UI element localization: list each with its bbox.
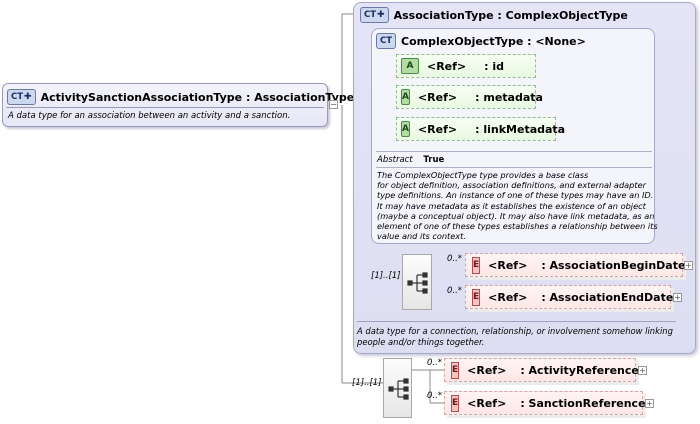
attribute-ref: <Ref> <box>427 59 467 73</box>
main-type-description: A data type for an association between a… <box>8 111 291 121</box>
element-association-end-date[interactable]: E <Ref> : AssociationEndDate <box>465 285 674 309</box>
element-cardinality: 0..* <box>427 391 443 401</box>
expand-plus-icon[interactable]: + <box>673 293 682 302</box>
divider <box>6 107 324 108</box>
collapse-minus-icon[interactable]: − <box>329 100 338 109</box>
complex-object-type-description: The ComplexObjectType type provides a ba… <box>377 170 658 242</box>
divider <box>376 151 652 152</box>
divider <box>376 167 652 168</box>
expand-plus-icon[interactable]: + <box>684 261 693 270</box>
attribute-name: : id <box>484 59 505 73</box>
association-type-header: CT✚ AssociationType : ComplexObjectType <box>360 6 628 24</box>
expand-plus-icon[interactable]: + <box>638 366 647 375</box>
sequence-cardinality: [1]..[1] <box>352 378 382 388</box>
association-type-description: A data type for a connection, relationsh… <box>357 326 673 347</box>
attribute-id[interactable]: A <Ref> : id <box>396 54 536 78</box>
element-name: : AssociationBeginDate <box>541 258 686 272</box>
element-icon: E <box>451 361 460 379</box>
association-type-title: AssociationType : ComplexObjectType <box>393 8 628 22</box>
attribute-name: : linkMetadata <box>475 122 566 136</box>
sequence-compositor-icon <box>407 272 428 294</box>
element-association-begin-date[interactable]: E <Ref> : AssociationBeginDate <box>465 253 686 277</box>
attribute-icon: A <box>401 121 410 137</box>
attribute-icon: A <box>401 58 419 74</box>
abstract-value: True <box>423 155 445 165</box>
element-icon: E <box>472 256 481 274</box>
sequence-cardinality: [1]..[1] <box>371 271 401 281</box>
element-ref: <Ref> <box>467 396 507 410</box>
complex-object-type-header: CT ComplexObjectType : <None> <box>376 32 586 50</box>
complex-type-icon: CT✚ <box>7 89 36 105</box>
main-type-title: ActivitySanctionAssociationType : Associ… <box>40 90 355 104</box>
element-activity-reference[interactable]: E <Ref> : ActivityReference <box>444 358 639 382</box>
sequence-compositor[interactable] <box>402 254 432 310</box>
element-sanction-reference[interactable]: E <Ref> : SanctionReference <box>444 391 646 415</box>
attribute-name: : metadata <box>475 90 543 104</box>
sequence-compositor-icon <box>388 378 409 400</box>
abstract-row: Abstract True <box>377 155 444 165</box>
element-ref: <Ref> <box>488 258 528 272</box>
element-ref: <Ref> <box>488 290 528 304</box>
sequence-compositor[interactable] <box>383 358 412 418</box>
element-ref: <Ref> <box>467 363 507 377</box>
element-cardinality: 0..* <box>427 358 443 368</box>
main-complex-type-box[interactable]: CT✚ ActivitySanctionAssociationType : As… <box>2 83 354 127</box>
element-cardinality: 0..* <box>447 254 463 264</box>
attribute-metadata[interactable]: A <Ref> : metadata <box>396 85 543 109</box>
complex-type-icon: CT <box>376 33 397 49</box>
complex-object-type-title: ComplexObjectType : <None> <box>401 34 586 48</box>
abstract-label: Abstract <box>377 155 413 165</box>
element-icon: E <box>451 394 460 412</box>
element-icon: E <box>472 288 481 306</box>
element-name: : AssociationEndDate <box>541 290 674 304</box>
element-name: : SanctionReference <box>520 396 646 410</box>
attribute-link-metadata[interactable]: A <Ref> : linkMetadata <box>396 117 565 141</box>
main-type-header: CT✚ ActivitySanctionAssociationType : As… <box>7 88 354 106</box>
expand-plus-icon[interactable]: + <box>645 399 654 408</box>
element-name: : ActivityReference <box>520 363 639 377</box>
element-cardinality: 0..* <box>447 286 463 296</box>
attribute-ref: <Ref> <box>417 90 458 104</box>
attribute-icon: A <box>401 89 410 105</box>
complex-type-icon: CT✚ <box>360 7 389 23</box>
attribute-ref: <Ref> <box>417 122 458 136</box>
divider <box>357 321 676 322</box>
